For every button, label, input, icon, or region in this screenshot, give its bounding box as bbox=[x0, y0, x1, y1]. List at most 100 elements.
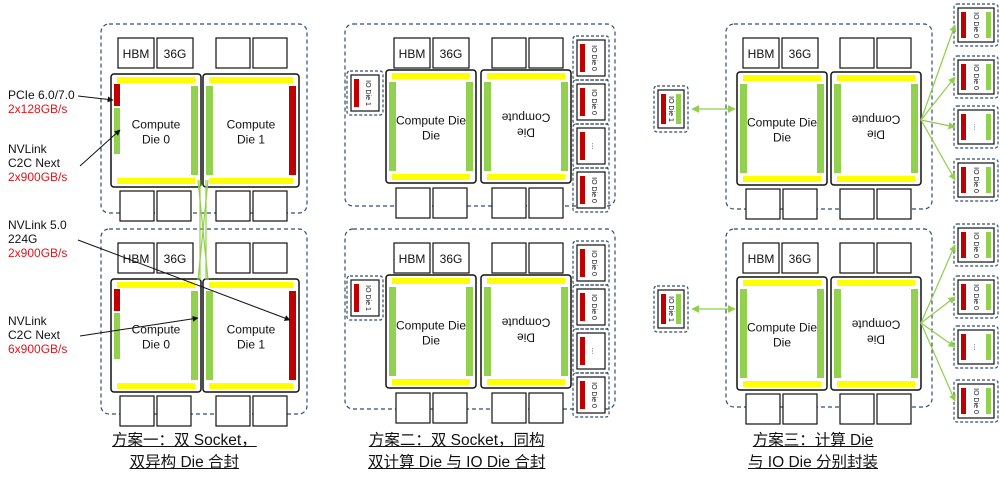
io-die-red-bar bbox=[961, 114, 966, 140]
green-bar-right bbox=[466, 287, 473, 376]
scheme3-package bbox=[725, 228, 933, 408]
yellow-bar-bottom bbox=[392, 379, 470, 385]
hbm-label: HBM bbox=[123, 47, 150, 61]
hbm-slot-empty bbox=[491, 187, 527, 219]
io-die-label: IO Die 0 bbox=[590, 45, 597, 71]
compute-die bbox=[736, 276, 828, 391]
hbm-slot-empty bbox=[839, 188, 875, 220]
io-die-label: … bbox=[972, 344, 979, 351]
compute-die bbox=[480, 69, 572, 184]
green-bar-left bbox=[834, 84, 841, 173]
io-die-label: … bbox=[972, 124, 979, 131]
green-bar-left bbox=[389, 287, 396, 376]
yellow-bar-top bbox=[117, 282, 195, 288]
green-bar-right bbox=[817, 289, 824, 378]
io-die-label: IO Die 0 bbox=[590, 89, 597, 115]
io-die-label: IO Die 0 bbox=[972, 167, 979, 193]
yellow-bar-bottom bbox=[209, 178, 293, 184]
red-bar-right bbox=[289, 291, 296, 380]
yellow-bar-top bbox=[209, 77, 293, 83]
compute-die bbox=[480, 274, 572, 389]
io-die-red-bar bbox=[580, 44, 585, 72]
capacity-label: 36G bbox=[440, 47, 463, 61]
hbm-box bbox=[742, 242, 780, 274]
io-die-red-bar bbox=[961, 284, 966, 310]
red-bar-left bbox=[114, 84, 120, 106]
io-die-green-bar bbox=[986, 284, 991, 310]
compute-die bbox=[202, 278, 300, 393]
io-link-arrow bbox=[920, 24, 957, 121]
yellow-bar-top bbox=[392, 73, 470, 79]
capacity-label: 36G bbox=[164, 47, 187, 61]
yellow-bar-bottom bbox=[837, 176, 915, 182]
io-die-label: IO Die 0 bbox=[972, 388, 979, 414]
capacity-box bbox=[781, 242, 819, 274]
red-bar-left bbox=[114, 289, 120, 311]
io-die-package bbox=[953, 105, 999, 149]
io-die-label: IO Die 0 bbox=[590, 294, 597, 320]
hbm-slot-empty bbox=[782, 188, 818, 220]
hbm-slot-empty bbox=[215, 37, 251, 69]
pcie-annotation: PCIe 6.0/7.0 2x128GB/s bbox=[8, 88, 75, 116]
yellow-bar-bottom bbox=[837, 381, 915, 387]
io-die-red-bar bbox=[961, 64, 966, 90]
io-die-green-bar bbox=[986, 114, 991, 140]
compute-die-label: Die bbox=[517, 126, 535, 140]
hbm-slot-empty bbox=[839, 393, 875, 425]
hbm-slot-empty bbox=[528, 37, 564, 69]
hbm-slot-empty bbox=[432, 187, 468, 219]
io-die-green-bar bbox=[986, 232, 991, 258]
hbm-slot-empty bbox=[528, 392, 564, 424]
io-die-red-bar bbox=[580, 88, 585, 116]
io-link-arrow bbox=[920, 296, 956, 324]
hbm-slot-empty bbox=[215, 242, 251, 274]
red-bar-right bbox=[289, 86, 296, 175]
hbm-slot-empty bbox=[156, 395, 192, 427]
io-die-package bbox=[572, 372, 610, 418]
green-bar-left bbox=[114, 313, 120, 359]
green-bar-left bbox=[740, 289, 747, 378]
annotation-arrow bbox=[79, 129, 121, 167]
io-die-label: … bbox=[590, 143, 597, 150]
io-die-package bbox=[653, 85, 689, 133]
compute-die bbox=[385, 69, 477, 184]
compute-die-label: Die bbox=[422, 334, 440, 348]
green-bar-right bbox=[911, 289, 918, 378]
capacity-label: 36G bbox=[789, 252, 812, 266]
hbm-box bbox=[393, 242, 431, 274]
io-die-red-bar bbox=[580, 132, 585, 160]
io-die-green-bar bbox=[676, 94, 681, 124]
green-bar-left bbox=[834, 289, 841, 378]
compute-die-label: Compute Die bbox=[396, 114, 466, 128]
io-die-red-bar bbox=[961, 388, 966, 414]
io-die-label: … bbox=[590, 348, 597, 355]
compute-die-label: Die bbox=[773, 336, 791, 350]
yellow-bar-top bbox=[743, 280, 821, 286]
hbm-slot-empty bbox=[215, 395, 251, 427]
yellow-bar-bottom bbox=[117, 178, 195, 184]
io-die-green-bar bbox=[986, 64, 991, 90]
hbm-slot-empty bbox=[215, 190, 251, 222]
green-bar-right bbox=[191, 291, 198, 380]
green-bar-left bbox=[206, 86, 213, 175]
io-die-package bbox=[953, 275, 999, 319]
io-die-red-bar bbox=[580, 249, 585, 277]
yellow-bar-top bbox=[392, 278, 470, 284]
hbm-label: HBM bbox=[399, 252, 426, 266]
hbm-label: HBM bbox=[748, 252, 775, 266]
compute-die-label: Compute bbox=[227, 118, 276, 132]
hbm-slot-empty bbox=[876, 393, 912, 425]
io-die-red-bar bbox=[580, 293, 585, 321]
capacity-box bbox=[781, 37, 819, 69]
hbm-box bbox=[117, 37, 155, 69]
io-die-red-bar bbox=[661, 294, 666, 324]
yellow-bar-bottom bbox=[117, 383, 195, 389]
io-link-arrow bbox=[920, 244, 956, 324]
hbm-label: HBM bbox=[748, 47, 775, 61]
io-die-green-bar bbox=[986, 167, 991, 193]
capacity-label: 36G bbox=[164, 252, 187, 266]
